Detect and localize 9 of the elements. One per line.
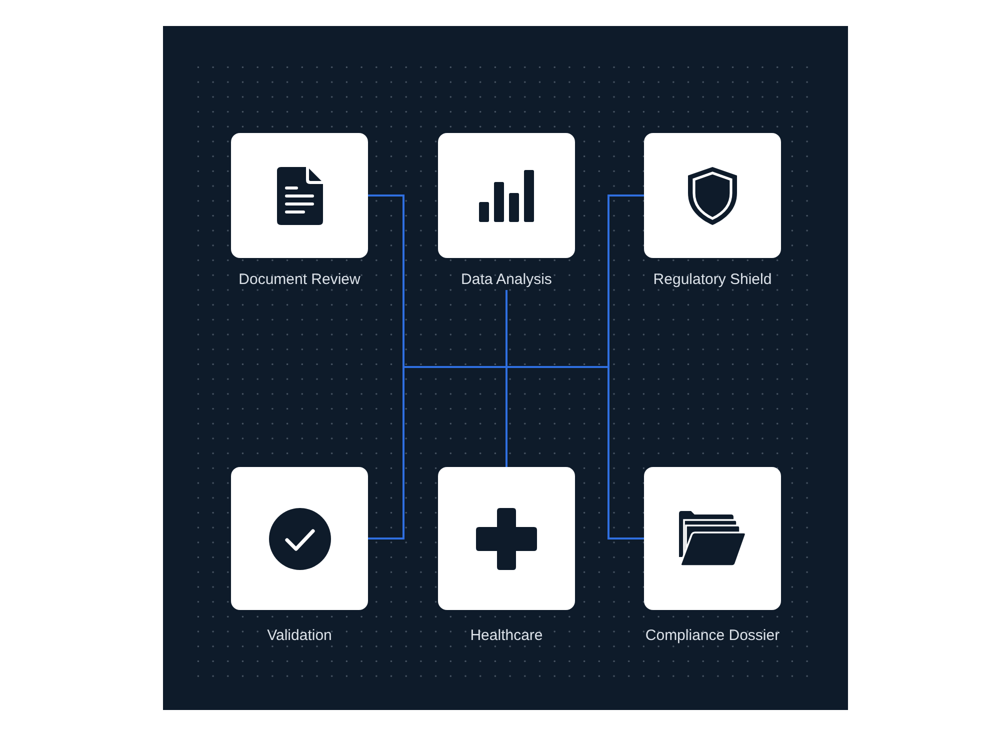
tile-label: Document Review (238, 270, 360, 290)
connector-line (368, 366, 644, 540)
tile-label: Data Analysis (461, 270, 552, 290)
tile-label: Compliance Dossier (645, 626, 780, 646)
connector-line (506, 289, 508, 468)
tile-label: Healthcare (470, 626, 543, 646)
tile-label: Regulatory Shield (653, 270, 772, 290)
tile-label: Validation (267, 626, 332, 646)
connector-line (368, 194, 644, 368)
